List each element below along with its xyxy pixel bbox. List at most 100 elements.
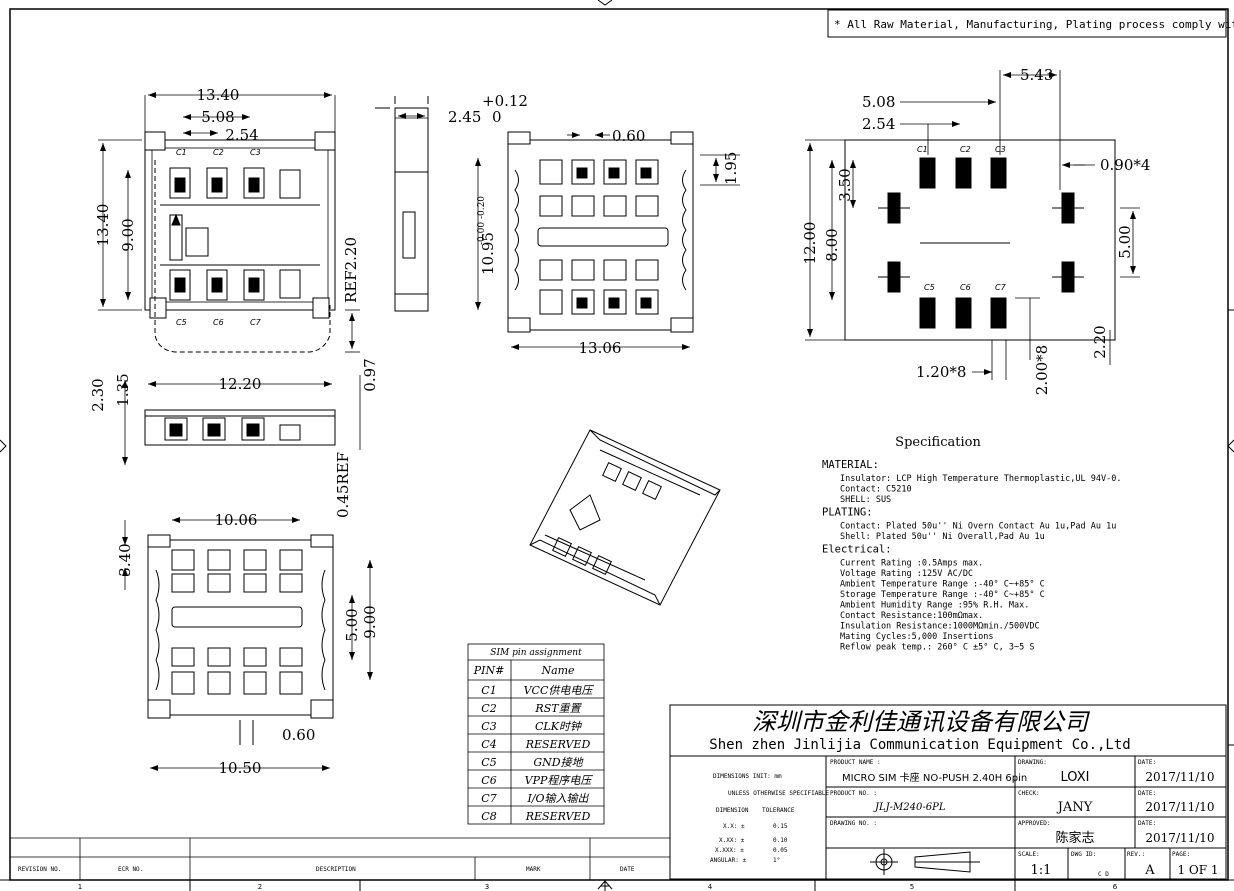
dim-bc-len: 10.95 — [479, 232, 497, 275]
dim-layout-h-bot: 2.20 — [1091, 325, 1109, 358]
top-view — [144, 131, 336, 353]
pin-table-header-pin: PIN# — [473, 664, 505, 677]
pin-table-cell-name: GND接地 — [533, 756, 583, 769]
top-pin-c3: C3 — [250, 148, 261, 157]
spec-line: Ambient Temperature Range :-40° C~+85° C — [840, 580, 1045, 590]
pin-table-header-name: Name — [540, 664, 575, 677]
spec-line: Reflow peak temp.: 260° C ±5° C, 3~5 S — [840, 643, 1034, 653]
checked-by: JANY — [1056, 800, 1093, 815]
dim-bc-h: 1.95 — [722, 152, 740, 185]
approved-by: 陈家志 — [1055, 830, 1094, 846]
dim-top-width: 13.40 — [197, 86, 240, 104]
check-date: 2017/11/10 — [1145, 800, 1214, 814]
top-pin-c2: C2 — [213, 148, 224, 157]
front-view — [144, 409, 336, 446]
tol-x-label: X.X: ± — [723, 823, 745, 830]
product-no: JLJ-M240-6PL — [873, 802, 946, 813]
pin-table-cell-pin: C1 — [481, 684, 496, 697]
date-header: DATE — [620, 866, 635, 873]
dim-layout-d1: 2.54 — [862, 115, 895, 133]
isometric-view — [529, 429, 721, 606]
dim-layout-h-top: 3.50 — [836, 168, 854, 201]
zone-label-4: 4 — [708, 883, 713, 891]
pin-table-cell-name: RST重置 — [534, 702, 582, 715]
top-pin-c1: C1 — [176, 148, 187, 157]
rohs-note-box — [827, 9, 1227, 38]
layout-pin-c7: C7 — [995, 283, 1007, 292]
tol-xx-label: X.XX: ± — [719, 837, 745, 844]
page-label: PAGE: — [1172, 851, 1190, 858]
scale-value: 1:1 — [1031, 863, 1052, 878]
pin-table-cell-name: I/O输入输出 — [526, 792, 589, 805]
dim-front-width: 12.20 — [219, 375, 262, 393]
spec-line: Contact Resistance:100mΩmax. — [840, 611, 983, 621]
spec-line: Insulator: LCP High Temperature Thermopl… — [840, 474, 1121, 484]
dim-side-height: 2.45 — [448, 108, 481, 126]
pcb-layout — [844, 139, 1116, 341]
dim-bc-width: 13.06 — [579, 339, 622, 357]
dim-top-pitch2: 5.08 — [201, 108, 234, 126]
center-mark-right — [1227, 439, 1234, 453]
dim-top-ref: REF2.20 — [342, 237, 360, 303]
company-name-en: Shen zhen Jinlijia Communication Equipme… — [709, 737, 1130, 753]
dim-front-t2: 0.45REF — [334, 452, 352, 518]
scale-label: SCALE: — [1018, 851, 1040, 858]
spec-line: Shell: Plated 50u'' Ni Overall,Pad Au 1u — [840, 532, 1045, 542]
check-label: CHECK: — [1018, 790, 1040, 797]
company-name-cn: 深圳市金利佳通讯设备有限公司 — [752, 708, 1090, 736]
rev-no-header: REVISION NO. — [18, 866, 61, 873]
top-pin-c6: C6 — [213, 318, 224, 327]
pin-table-cell-name: VPP程序电压 — [525, 774, 594, 787]
revision-block — [10, 837, 670, 880]
product-name-label: PRODUCT NAME : — [830, 759, 881, 766]
date-label-1: DATE: — [1138, 759, 1156, 766]
unless-note: UNLESS OTHERWISE SPECIFIABLE — [728, 790, 830, 797]
pin-table-cell-pin: C3 — [481, 720, 496, 733]
pin-table-title: SIM pin assignment — [490, 648, 582, 658]
dim-bl-h1: 5.00 — [343, 608, 361, 641]
rev-value: A — [1144, 863, 1155, 878]
dim-layout-h-side: 5.00 — [1116, 225, 1134, 258]
drawing-label: DRAWING: — [1018, 759, 1047, 766]
pin-table-cell-pin: C4 — [481, 738, 496, 751]
approved-label: APPROVED: — [1018, 820, 1051, 827]
spec-line: Current Rating :0.5Amps max. — [840, 559, 983, 569]
dim-side-tol-plus: +0.12 — [482, 92, 528, 110]
zone-label-2: 2 — [258, 883, 262, 891]
spec-line: Ambient Humidity Range :95% R.H. Max. — [840, 601, 1029, 611]
spec-line: Mating Cycles:5,000 Insertions — [840, 632, 994, 642]
rohs-note: * All Raw Material, Manufacturing, Plati… — [834, 18, 1234, 31]
zone-label-3: 3 — [485, 883, 489, 891]
dim-bl-gap: 0.60 — [282, 726, 315, 744]
dim-layout-pad-a: 1.20*8 — [916, 363, 966, 381]
dim-front-h2: 1.35 — [114, 373, 132, 406]
description-header: DESCRIPTION — [316, 866, 356, 873]
drawing-date: 2017/11/10 — [1145, 770, 1214, 784]
pin-table-cell-pin: C2 — [481, 702, 496, 715]
dim-bc-gap: 0.60 — [612, 127, 645, 145]
zone-label-6: 6 — [1113, 883, 1118, 891]
product-name: MICRO SIM 卡座 NO-PUSH 2.40H 6pin — [842, 771, 1027, 784]
bottom-center-view — [507, 131, 694, 333]
dim-front-h1: 2.30 — [89, 378, 107, 411]
dim-top-height: 13.40 — [94, 204, 112, 247]
dim-top-inner-height: 9.00 — [119, 218, 137, 251]
dim-layout-pad-w: 0.90*4 — [1100, 156, 1150, 174]
spec-lines: MATERIAL:Insulator: LCP High Temperature… — [822, 459, 1121, 653]
spec-line: SHELL: SUS — [840, 495, 891, 505]
tol-xxx-label: X.XXX: ± — [715, 847, 744, 854]
rev-label: REV.: — [1127, 851, 1145, 858]
tolerance-header: TOLERANCE — [762, 807, 795, 814]
dimension-header: DIMENSION — [716, 807, 749, 814]
dim-bl-bottom-width: 10.50 — [219, 759, 262, 777]
spec-line: Contact: Plated 50u'' Ni Overn Contact A… — [840, 522, 1116, 532]
spec-line: Insulation Resistance:1000MΩmin./500VDC — [840, 622, 1040, 632]
spec-line: Voltage Rating :125V AC/DC — [840, 569, 973, 579]
title-block — [669, 704, 1227, 880]
tol-angular-value: 1° — [773, 857, 780, 864]
layout-pin-c1: C1 — [917, 145, 928, 154]
pin-table-cell-pin: C7 — [481, 792, 496, 805]
tol-x-value: 0.15 — [773, 823, 788, 830]
